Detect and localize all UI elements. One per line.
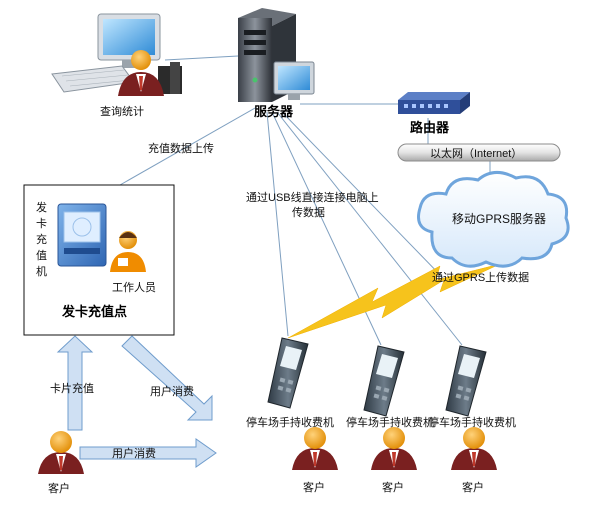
card-recharge-machine-icon (57, 203, 107, 267)
gprs-server-label: 移动GPRS服务器 (452, 211, 546, 226)
svg-text:机: 机 (36, 264, 47, 278)
connection-lines (119, 55, 491, 346)
ethernet-bus (397, 143, 561, 162)
arrow-user-consume-diagonal (121, 335, 213, 421)
line-server-terminal-3 (276, 111, 463, 346)
server-label: 服务器 (254, 104, 294, 119)
staff-person-icon (110, 231, 146, 272)
arrow-user-consume-horizontal (79, 438, 217, 468)
customer-label-left: 客户 (48, 481, 70, 495)
recharge-upload-label: 充值数据上传 (148, 141, 214, 155)
server-icon (238, 8, 315, 102)
terminal-label-2: 停车场手持收费机 (346, 415, 434, 429)
line-server-cloud (281, 111, 446, 281)
query-stats-computer (51, 13, 182, 94)
parking-terminal-2 (363, 345, 405, 417)
customer-icon-3 (451, 427, 497, 470)
terminal-label-1: 停车场手持收费机 (246, 415, 334, 429)
parking-terminal-1 (267, 337, 309, 409)
router-label: 路由器 (410, 120, 450, 135)
query-stats-user-icon (118, 50, 164, 96)
query-stats-label: 查询统计 (100, 104, 144, 118)
arrow-card-recharge (56, 335, 94, 431)
gprs-upload-label: 通过GPRS上传数据 (432, 270, 529, 284)
staff-label: 工作人员 (112, 281, 156, 294)
user-consume-horiz-label: 用户消费 (112, 446, 156, 460)
svg-text:卡: 卡 (36, 217, 47, 230)
parking-terminal-3 (445, 345, 487, 417)
usb-upload-label-line1: 通过USB线直接连接电脑上 (246, 190, 379, 204)
line-server-terminal-1 (266, 111, 289, 337)
ethernet-label: 以太网（Internet） (430, 147, 522, 160)
card-point-label: 发卡充值点 (61, 304, 127, 319)
customer-icon-left (38, 431, 84, 474)
customer-label-2: 客户 (382, 480, 404, 494)
svg-text:发: 发 (36, 200, 47, 214)
terminal-label-3: 停车场手持收费机 (428, 415, 516, 429)
gprs-cloud (417, 171, 570, 268)
line-pc-server (164, 55, 239, 61)
usb-upload-label-line2: 传数据 (292, 205, 325, 219)
customer-icon-2 (371, 427, 417, 470)
user-consume-diag-label: 用户消费 (150, 384, 194, 398)
card-machine-vertical-label: 发 卡 充 值 机 (36, 200, 47, 278)
router-icon (398, 92, 470, 114)
line-server-cardpoint (119, 107, 256, 186)
customer-label-1: 客户 (303, 480, 325, 494)
customer-label-3: 客户 (462, 480, 484, 494)
card-recharge-label: 卡片充值 (50, 381, 94, 395)
svg-text:值: 值 (36, 249, 47, 262)
svg-text:充: 充 (36, 232, 47, 246)
customer-icon-1 (292, 427, 338, 470)
